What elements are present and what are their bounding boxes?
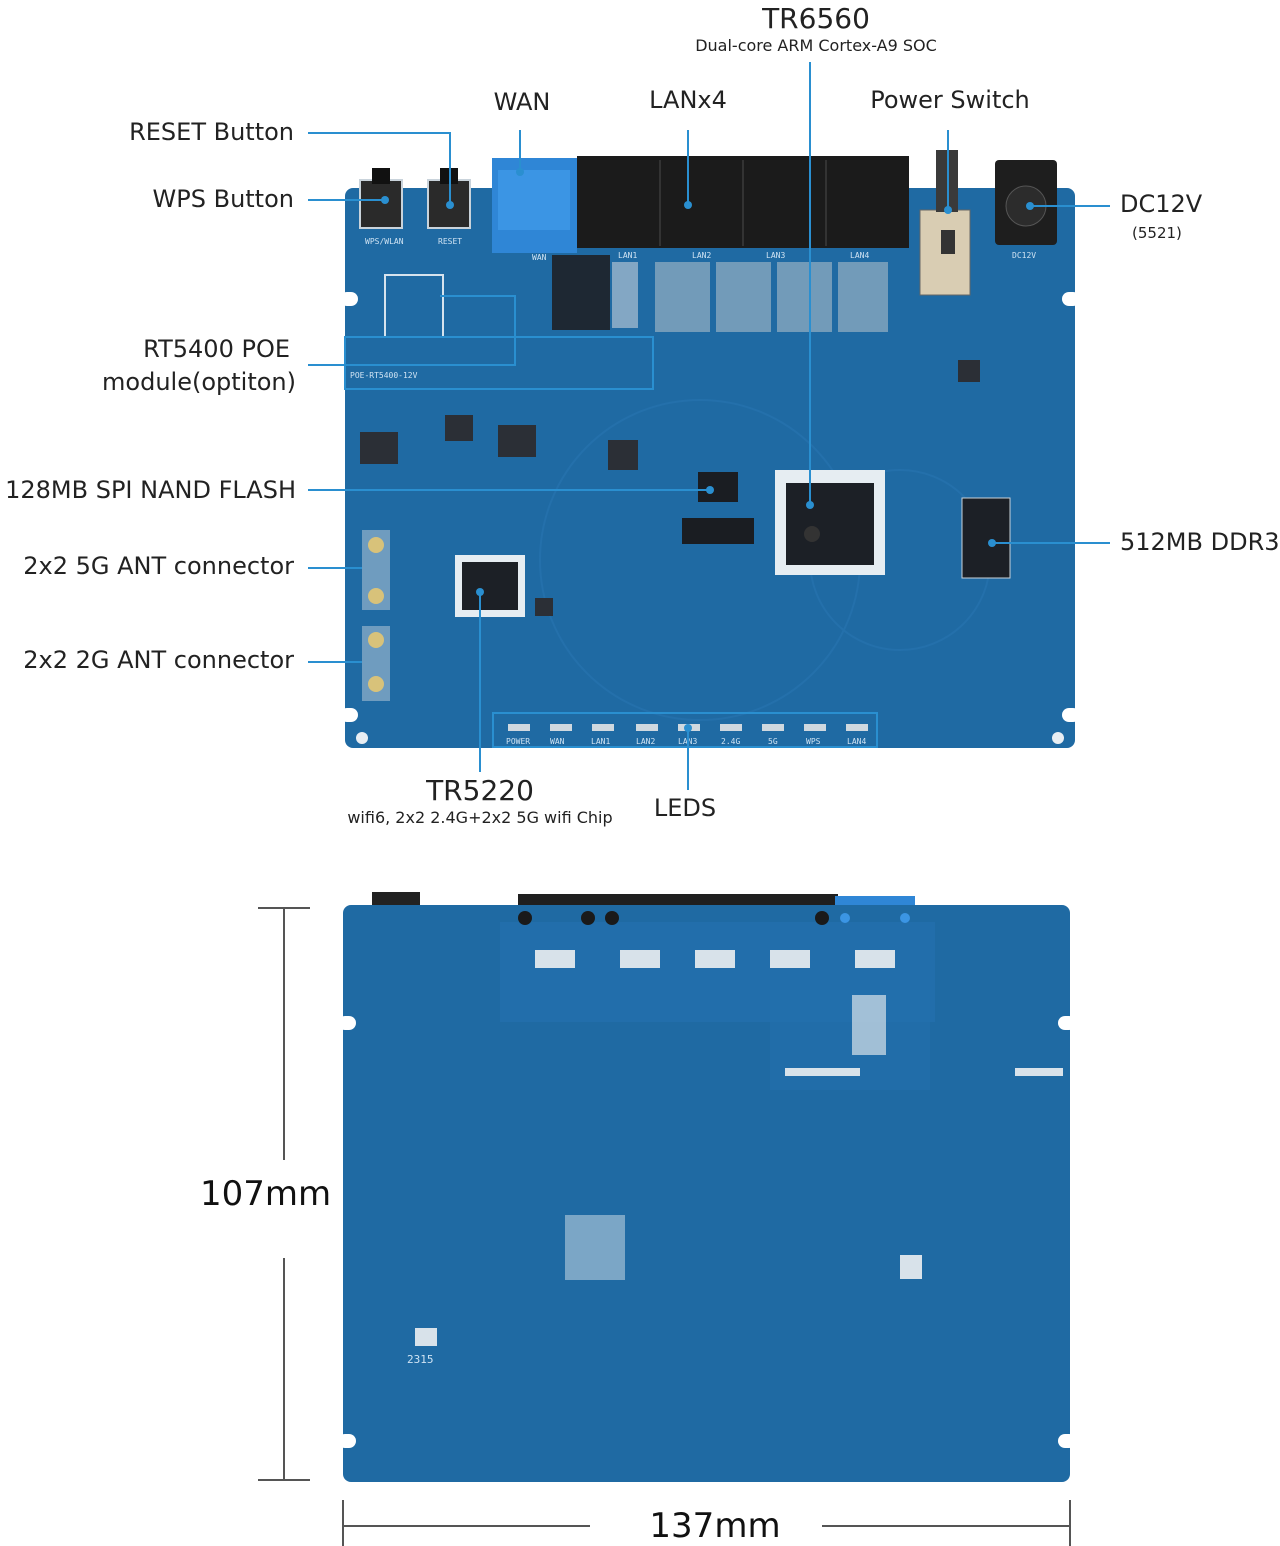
ant-2g-label: 2x2 2G ANT connector xyxy=(23,646,294,674)
poe-label-line1: RT5400 POE xyxy=(143,335,290,363)
bottom-code: 2315 xyxy=(407,1353,434,1366)
silk-wps-wlan: WPS/WLAN xyxy=(365,237,404,246)
reset-button-label: RESET Button xyxy=(129,118,294,146)
ant-5g-label: 2x2 5G ANT connector xyxy=(23,552,294,580)
ddr3-label: 512MB DDR3 xyxy=(1120,528,1280,556)
dimension-lines xyxy=(258,907,1071,1546)
leds-label: LEDS xyxy=(653,794,717,822)
nand-flash-label: 128MB SPI NAND FLASH xyxy=(5,476,296,504)
silk-lan2: LAN2 xyxy=(692,251,711,260)
led-label-wps: WPS xyxy=(806,737,821,746)
silk-lan1: LAN1 xyxy=(618,251,637,260)
leader-lines xyxy=(308,62,1110,790)
wps-button-label: WPS Button xyxy=(152,185,294,213)
silk-wan: WAN xyxy=(532,253,547,262)
tr6560-title: TR6560 xyxy=(762,2,870,35)
led-label-24g: 2.4G xyxy=(721,737,740,746)
pcb-bottom: 2315 xyxy=(338,892,1076,1482)
tr5220-desc: wifi6, 2x2 2.4G+2x2 5G wifi Chip xyxy=(347,808,613,827)
height-dimension: 107mm xyxy=(200,1174,332,1214)
top-silkscreen: WPS/WLAN RESET WAN LAN1 LAN2 LAN3 LAN4 D… xyxy=(365,237,1036,262)
silk-lan4: LAN4 xyxy=(850,251,869,260)
led-label-lan1: LAN1 xyxy=(591,737,610,746)
dc12v-desc: (5521) xyxy=(1132,224,1182,242)
silk-lan3: LAN3 xyxy=(766,251,785,260)
dc12v-label: DC12V xyxy=(1120,190,1203,218)
silk-dc: DC12V xyxy=(1012,251,1036,260)
leader-dots xyxy=(381,168,1034,732)
poe-label-line2: module(optiton) xyxy=(102,368,296,396)
led-label-lan4: LAN4 xyxy=(847,737,866,746)
power-switch-label: Power Switch xyxy=(870,86,1030,114)
led-label-5g: 5G xyxy=(768,737,778,746)
tr5220-title: TR5220 xyxy=(426,774,534,807)
led-label-lan2: LAN2 xyxy=(636,737,655,746)
lanx4-label: LANx4 xyxy=(649,86,727,114)
width-dimension: 137mm xyxy=(649,1506,781,1546)
led-label-wan: WAN xyxy=(550,737,565,746)
poe-silkscreen: POE-RT5400-12V xyxy=(350,371,418,380)
pcb-top: POE-RT5400-12V xyxy=(340,150,1080,748)
wan-label: WAN xyxy=(493,88,551,116)
silk-reset: RESET xyxy=(438,237,462,246)
led-silkscreen: POWER WAN LAN1 LAN2 LAN3 2.4G 5G WPS LAN… xyxy=(506,737,866,746)
tr6560-desc: Dual-core ARM Cortex-A9 SOC xyxy=(695,36,937,55)
led-label-power: POWER xyxy=(506,737,530,746)
